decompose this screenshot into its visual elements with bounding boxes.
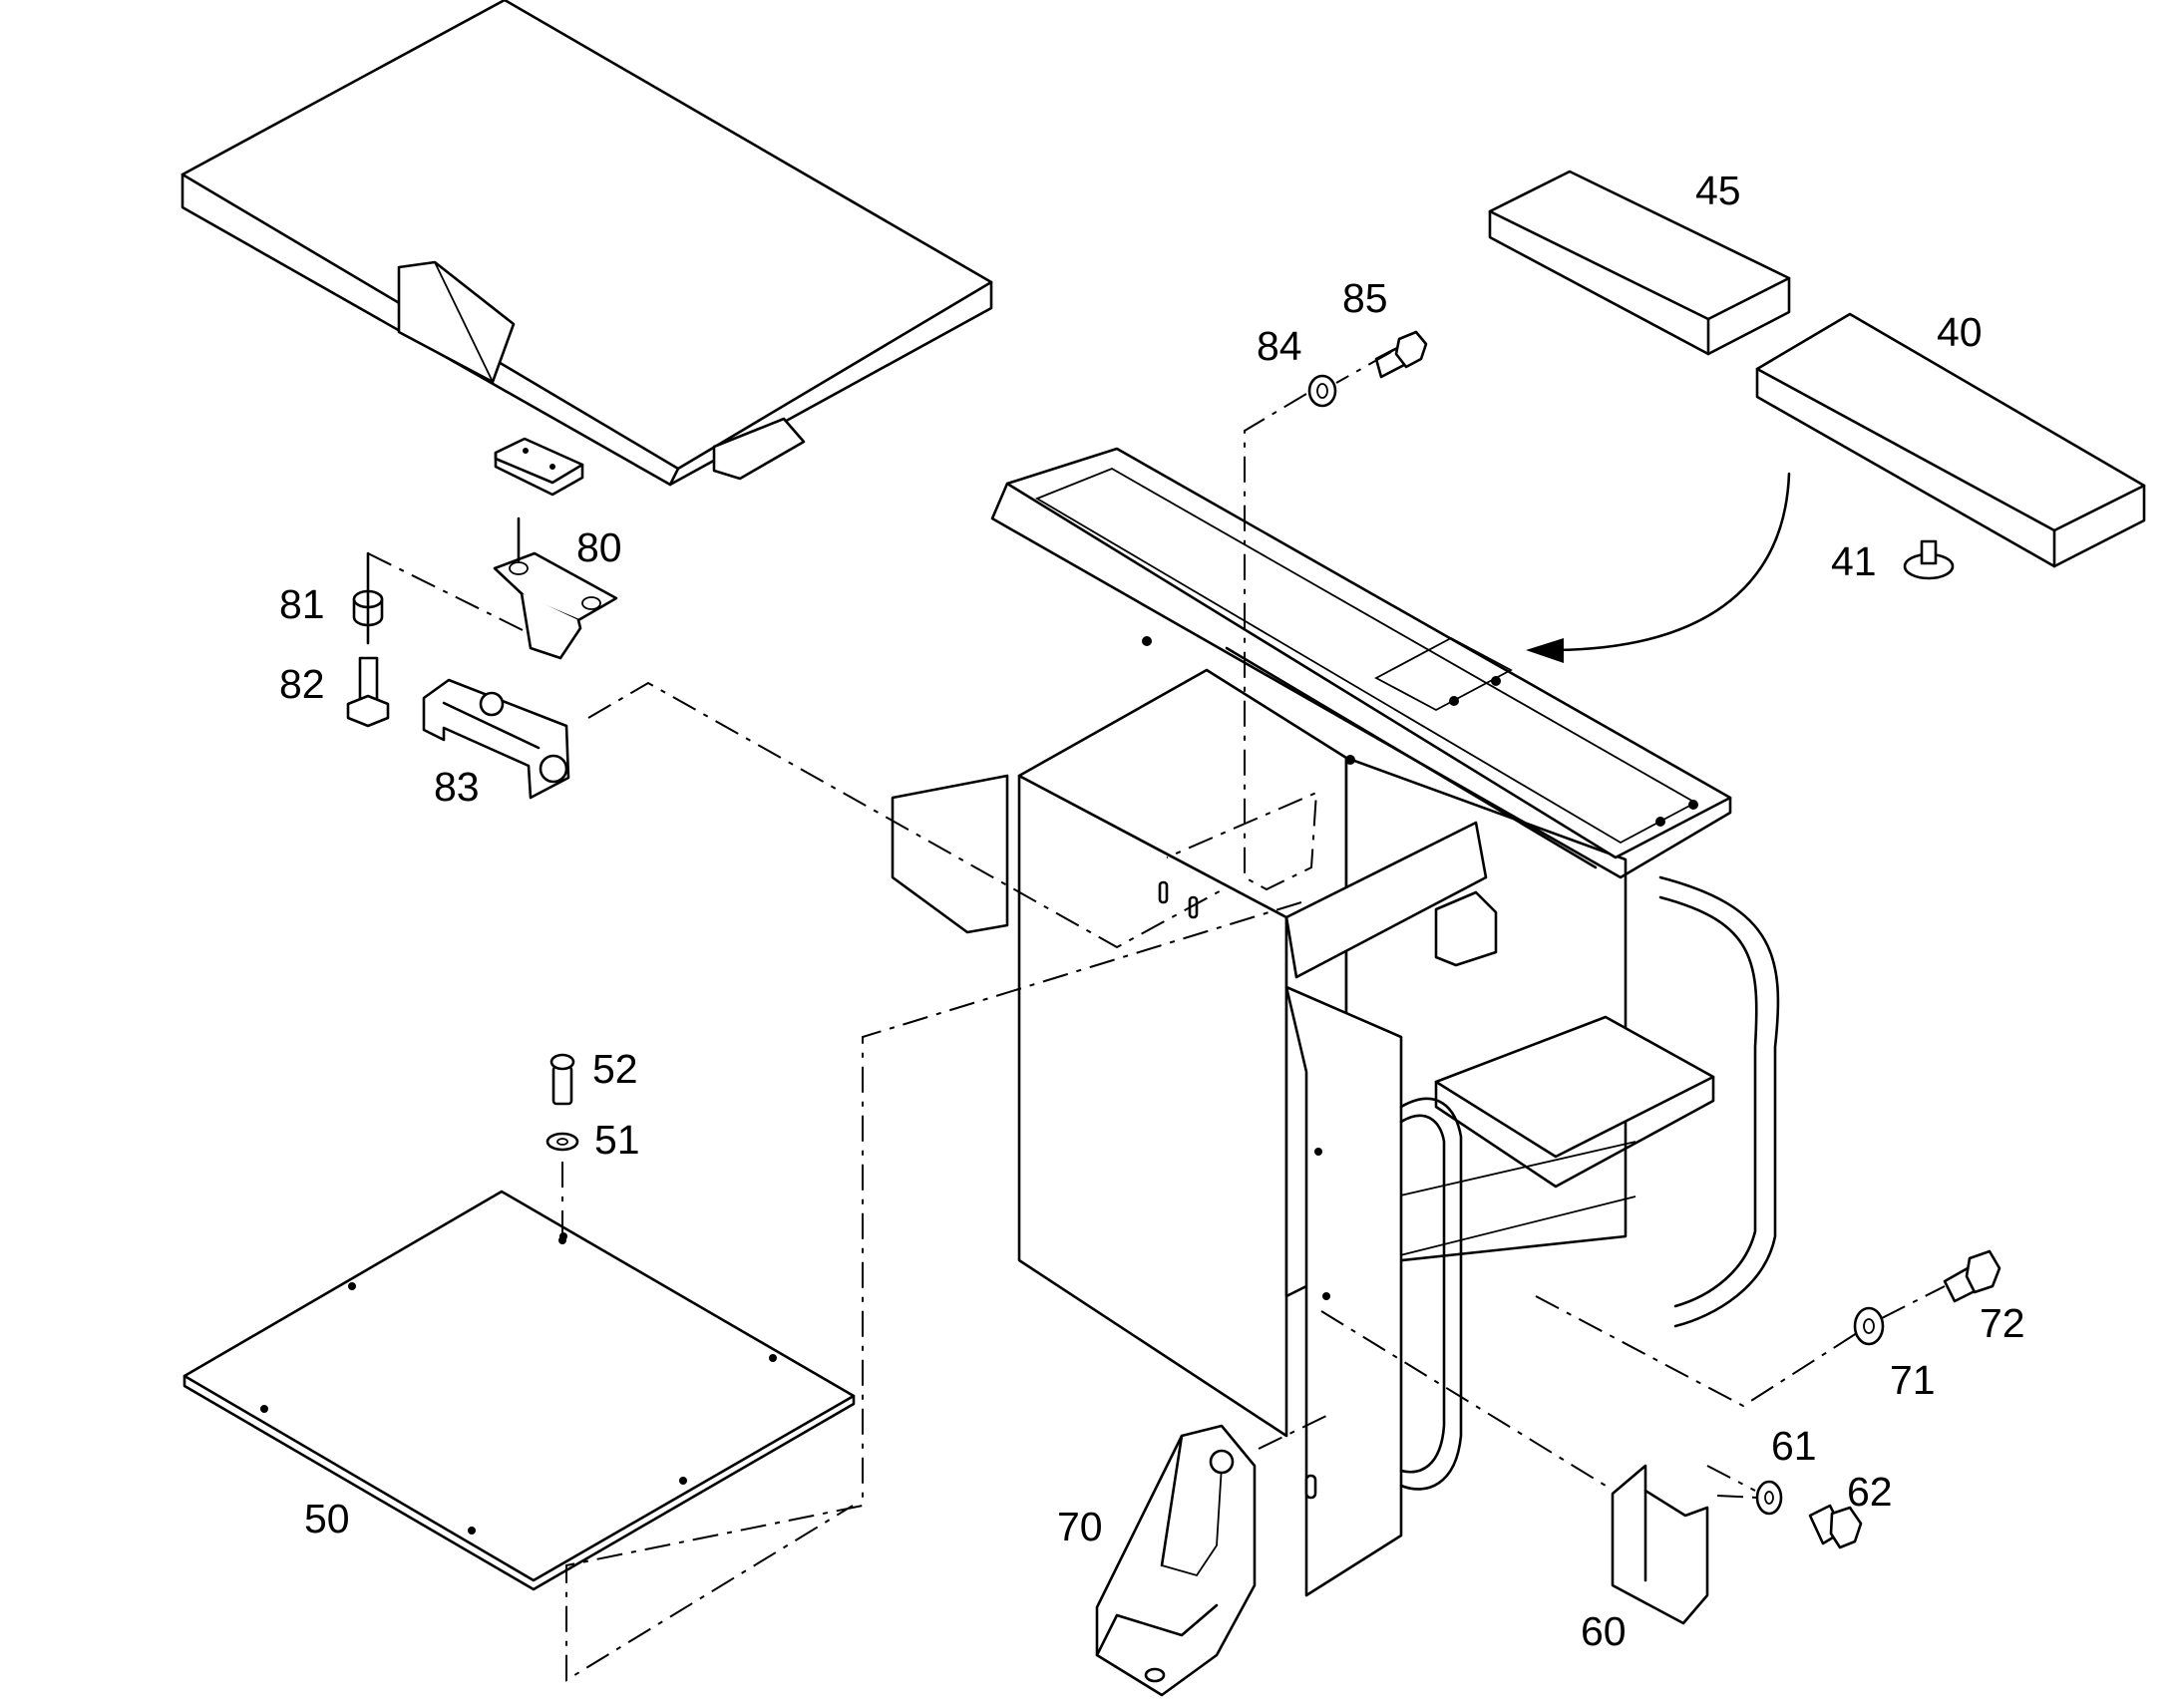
- arrowhead: [1526, 638, 1564, 663]
- block-45: [1488, 170, 1791, 356]
- washer-84: [1307, 374, 1337, 408]
- latch-pad: [494, 437, 584, 497]
- callout-84: 84: [1257, 323, 1302, 369]
- washer-61: [1755, 1480, 1783, 1516]
- bolt-85: [1374, 330, 1428, 379]
- callout-62: 62: [1847, 1469, 1893, 1515]
- arrow-40-to-frame: [1554, 472, 1791, 652]
- pin-41: [1903, 539, 1955, 580]
- enclosure-body: [891, 447, 1780, 1597]
- bolt-82: [346, 551, 390, 728]
- hinge-83: [422, 678, 570, 800]
- callout-50: 50: [304, 1496, 350, 1541]
- callout-45: 45: [1695, 168, 1741, 213]
- bolt-72: [1943, 1249, 2001, 1303]
- guard-60: [1611, 1464, 1709, 1625]
- callout-83: 83: [434, 764, 480, 810]
- washer-71: [1853, 1306, 1885, 1346]
- callout-40: 40: [1937, 309, 1983, 355]
- callout-70: 70: [1057, 1504, 1103, 1549]
- block-40: [1755, 312, 2146, 568]
- lid: [181, 0, 993, 487]
- callout-80: 80: [576, 524, 622, 570]
- callout-61: 61: [1771, 1423, 1817, 1469]
- callout-60: 60: [1581, 1608, 1627, 1654]
- callout-85: 85: [1342, 275, 1388, 321]
- washer-51: [545, 1132, 579, 1152]
- callout-71: 71: [1890, 1357, 1936, 1403]
- callout-51: 51: [594, 1117, 640, 1163]
- bolt-62: [1808, 1504, 1863, 1549]
- callout-labels: 45 40 41 85 84 80 81 82 83 52 51 50 70 6…: [279, 168, 2025, 1654]
- assembly-lines: [367, 351, 1946, 1682]
- latch-bracket: [493, 516, 618, 660]
- callout-72: 72: [1980, 1300, 2025, 1346]
- bracket-70: [1095, 1424, 1257, 1697]
- screw-52: [549, 1053, 575, 1106]
- bottom-plate-50: [182, 1190, 856, 1591]
- callout-52: 52: [592, 1046, 638, 1092]
- callout-81: 81: [279, 581, 325, 627]
- callout-82: 82: [279, 661, 325, 707]
- callout-41: 41: [1831, 538, 1877, 584]
